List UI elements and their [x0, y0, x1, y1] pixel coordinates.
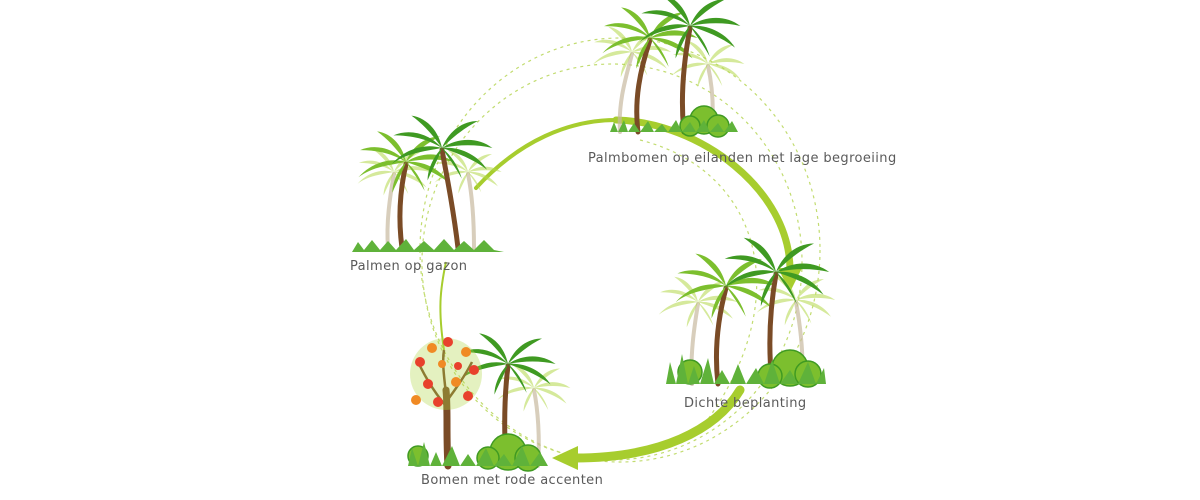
tree-with-red-accents-icon — [407, 333, 571, 472]
arrow-palmbomen-to-dichte — [612, 116, 794, 274]
stage-label-palmbomen: Palmbomen op eilanden met lage begroeiin… — [588, 151, 897, 166]
dense-planting-icon — [658, 237, 836, 389]
palms-on-lawn-icon — [352, 115, 504, 252]
stage-label-rode: Bomen met rode accenten — [421, 473, 604, 488]
arrow-dichte-to-rode — [570, 385, 745, 463]
arrowhead-left — [552, 446, 578, 470]
dashed-guide-rings — [419, 37, 821, 463]
cycle-arrows — [439, 116, 802, 470]
arrow-rode-to-gazon — [439, 261, 447, 351]
palm-island-with-shrubs-icon — [592, 0, 745, 138]
stage-label-dichte: Dichte beplanting — [684, 396, 807, 411]
arrow-gazon-to-palmbomen — [474, 118, 618, 190]
stage-label-gazon: Palmen op gazon — [350, 259, 468, 274]
